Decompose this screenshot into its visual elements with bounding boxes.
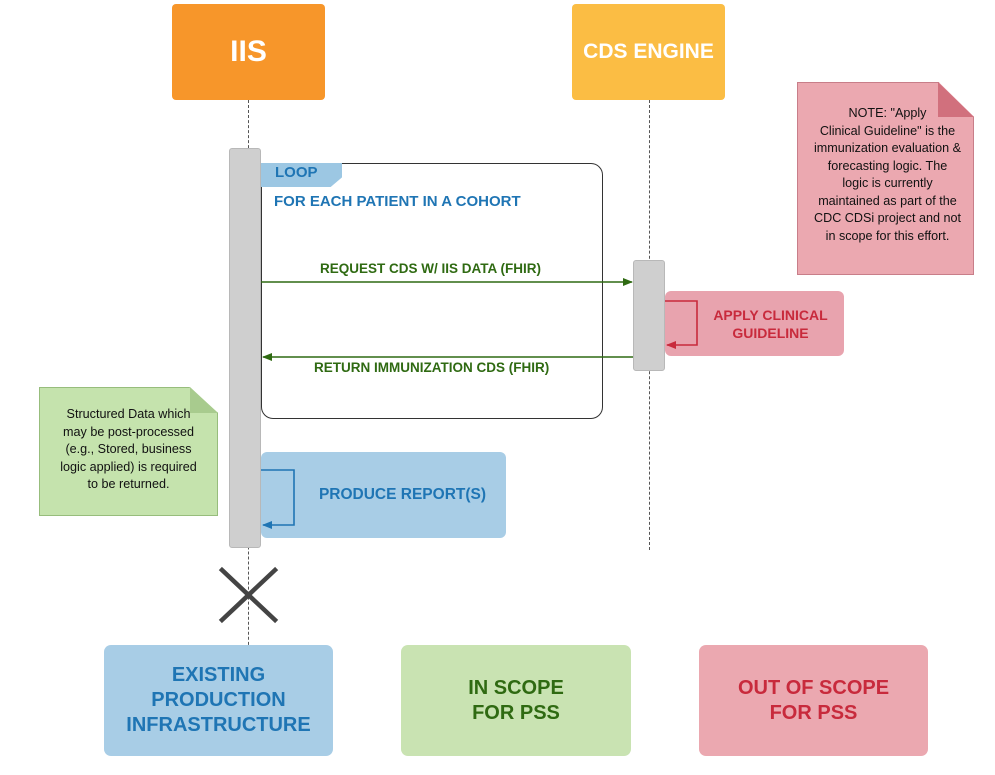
apply-self-arrow bbox=[665, 300, 698, 349]
note-red-line: CDC CDSi project and not bbox=[814, 211, 961, 225]
produce-report-label: PRODUCE REPORT(S) bbox=[318, 486, 487, 503]
activation-iis bbox=[229, 148, 261, 548]
note-red-line: logic is currently bbox=[842, 176, 933, 190]
legend-out-of-scope: OUT OF SCOPE FOR PSS bbox=[699, 645, 928, 756]
loop-tag: LOOP bbox=[261, 163, 342, 187]
destroy-x-icon bbox=[218, 566, 279, 624]
legend-existing-line: EXISTING bbox=[171, 664, 266, 686]
note-red-line: forecasting logic. The bbox=[827, 158, 948, 173]
produce-report-box: PRODUCE REPORT(S) bbox=[261, 452, 506, 538]
note-apply-clinical-guideline: NOTE: "Apply Clinical Guideline" is the … bbox=[797, 82, 974, 275]
legend-in-scope-line: IN SCOPE bbox=[468, 676, 564, 699]
actor-iis-label: IIS bbox=[230, 35, 267, 68]
legend-existing-line: PRODUCTION bbox=[151, 689, 286, 711]
activation-cds-engine bbox=[633, 260, 665, 371]
note-red-line: Clinical Guideline" is the bbox=[819, 123, 956, 138]
legend-in-scope-line: FOR PSS bbox=[472, 701, 560, 724]
note-red-line: in scope for this effort. bbox=[825, 228, 950, 243]
legend-in-scope: IN SCOPE FOR PSS bbox=[401, 645, 631, 756]
loop-frame bbox=[261, 163, 603, 419]
note-green-line: logic applied) is required bbox=[60, 459, 197, 474]
return-message-label: RETURN IMMUNIZATION CDS (FHIR) bbox=[314, 360, 550, 375]
loop-condition: FOR EACH PATIENT IN A COHORT bbox=[274, 193, 521, 210]
legend-out-of-scope-line: FOR PSS bbox=[769, 701, 858, 724]
note-green-line: may be post-processed bbox=[63, 424, 194, 439]
produce-self-arrow bbox=[261, 469, 295, 529]
request-message-label: REQUEST CDS W/ IIS DATA (FHIR) bbox=[320, 261, 541, 276]
note-red-line: immunization evaluation & bbox=[813, 141, 961, 155]
note-green-line: to be returned. bbox=[87, 477, 170, 491]
note-green-line: Structured Data which bbox=[66, 407, 191, 421]
apply-line2: GUIDELINE bbox=[732, 324, 809, 341]
actor-iis: IIS bbox=[172, 4, 325, 100]
actor-cds-engine-label: CDS ENGINE bbox=[583, 40, 714, 63]
note-structured-data: Structured Data which may be post-proces… bbox=[39, 387, 218, 516]
apply-line1: APPLY CLINICAL bbox=[713, 306, 828, 323]
note-red-line: maintained as part of the bbox=[818, 193, 957, 208]
note-green-line: (e.g., Stored, business bbox=[65, 442, 192, 456]
legend-existing-production: EXISTING PRODUCTION INFRASTRUCTURE bbox=[104, 645, 333, 756]
actor-cds-engine: CDS ENGINE bbox=[572, 4, 725, 100]
legend-existing-line: INFRASTRUCTURE bbox=[126, 714, 311, 736]
note-red-line: NOTE: "Apply bbox=[848, 106, 927, 120]
legend-out-of-scope-line: OUT OF SCOPE bbox=[737, 676, 890, 699]
